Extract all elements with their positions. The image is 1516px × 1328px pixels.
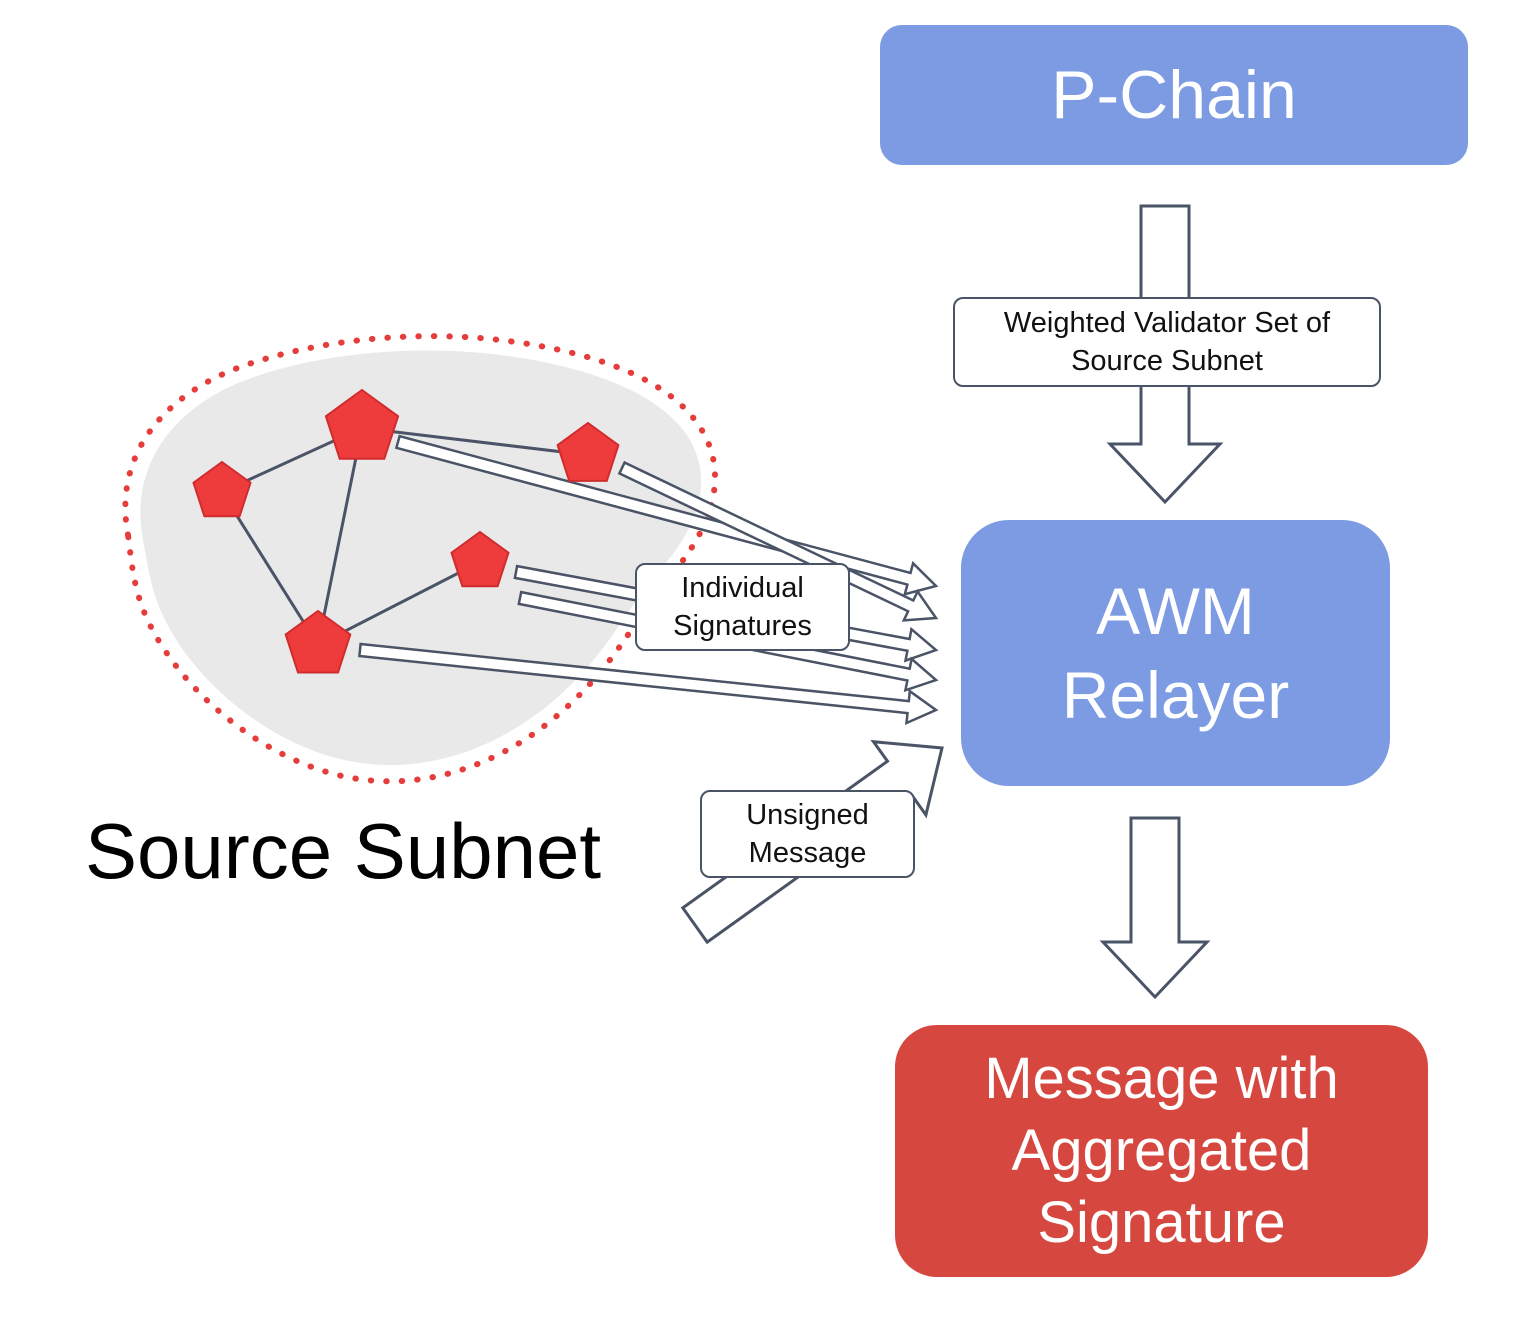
validator-edge-line bbox=[361, 426, 589, 457]
validator-node-pentagon bbox=[450, 530, 510, 588]
subnet-blob bbox=[140, 350, 702, 766]
validator-edge-line bbox=[220, 491, 320, 646]
weighted-validator-set-label: Weighted Validator Set of Source Subnet bbox=[953, 297, 1381, 387]
awm-relayer-node: AWM Relayer bbox=[961, 520, 1390, 786]
validator-node-pentagon bbox=[324, 388, 400, 460]
aggregated-message-arrow bbox=[1099, 816, 1211, 1000]
validator-node-pentagon bbox=[556, 421, 620, 482]
validator-node-pentagon bbox=[284, 609, 352, 674]
p-chain-node: P-Chain bbox=[880, 25, 1468, 165]
signature-arrow bbox=[617, 460, 939, 622]
unsigned-message-label: Unsigned Message bbox=[700, 790, 915, 878]
validator-node-pentagon bbox=[192, 460, 252, 518]
aggregated-message-node: Message with Aggregated Signature bbox=[895, 1025, 1428, 1277]
signature-arrow bbox=[358, 642, 939, 726]
individual-signatures-label: Individual Signatures bbox=[635, 563, 850, 651]
source-subnet-title: Source Subnet bbox=[85, 807, 602, 895]
validator-edge-line bbox=[316, 427, 364, 646]
